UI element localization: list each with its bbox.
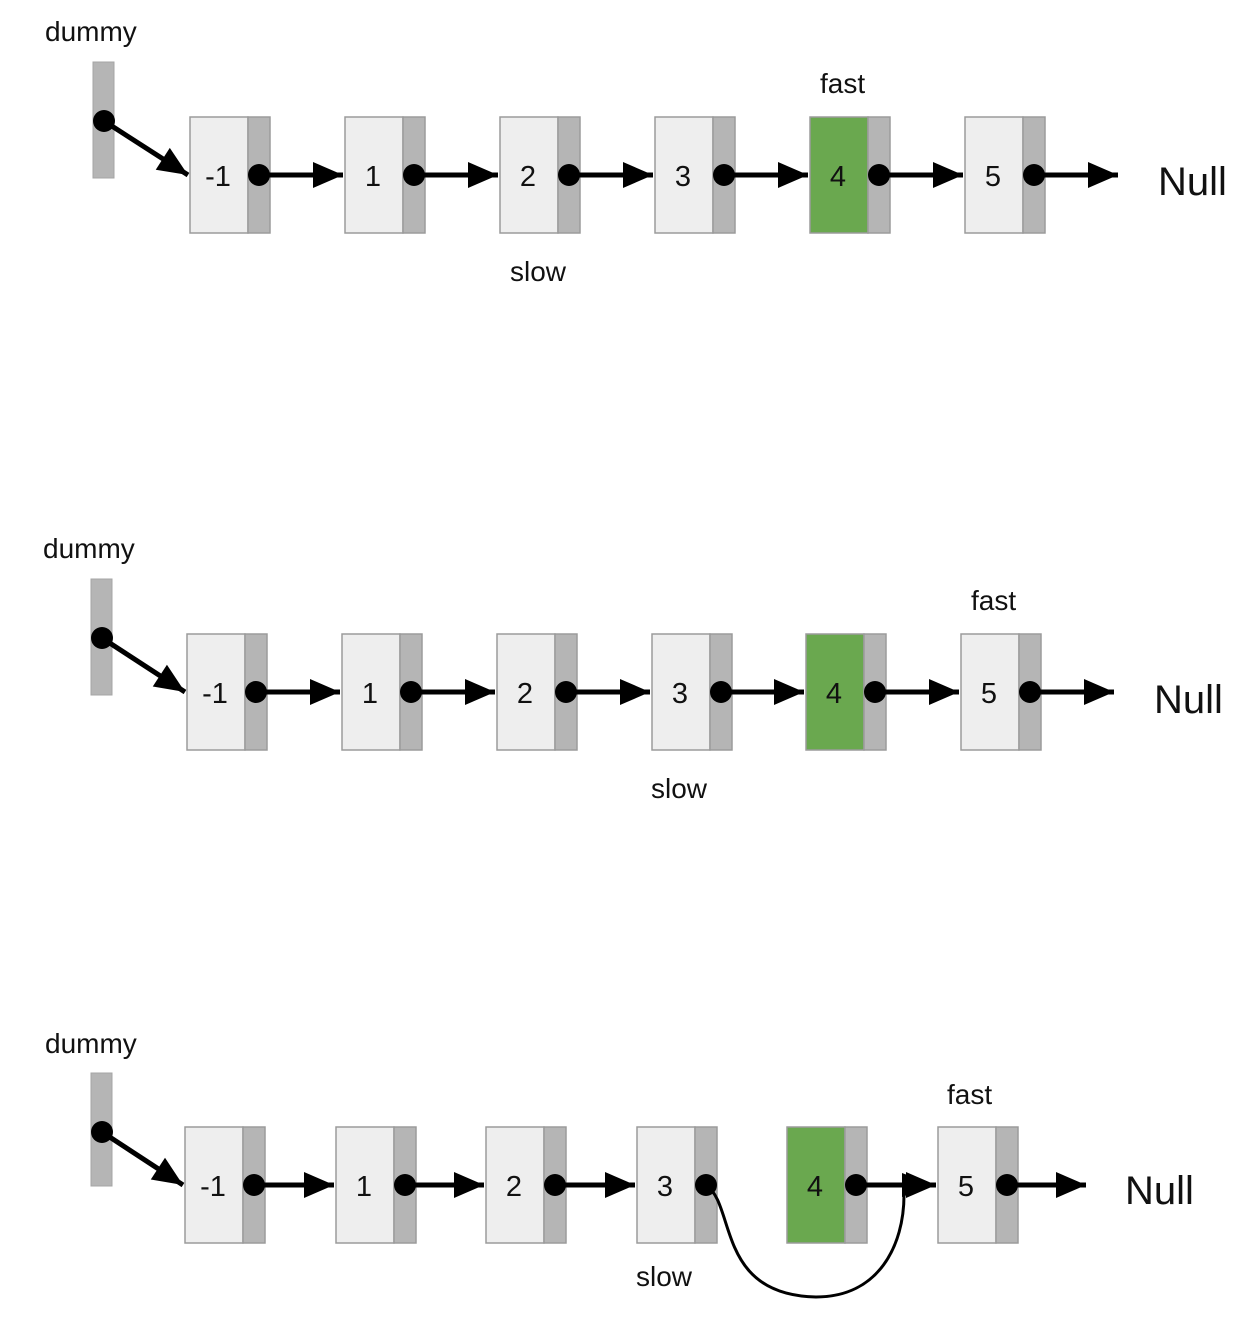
node-value-label: 2 [517,678,533,710]
next-pointer-dot [245,681,267,703]
list-node-value-cell [496,633,556,751]
next-pointer-dot [248,164,270,186]
list-node-value-cell [335,1126,395,1244]
node-value-label: 4 [807,1171,823,1203]
slow-label: slow [510,256,567,287]
next-pointer-dot [996,1174,1018,1196]
next-pointer-dot [394,1174,416,1196]
node-value-label: 4 [826,678,842,710]
node-value-label: 1 [356,1171,372,1203]
dummy-pointer-dot [91,627,113,649]
next-pointer-arrow-head [778,162,808,188]
next-pointer-arrow-head [1056,1172,1086,1198]
next-pointer-arrow-head [454,1172,484,1198]
fast-label: fast [820,68,866,99]
next-pointer-arrow-head [313,162,343,188]
node-value-label: 5 [985,161,1001,193]
node-value-label: 3 [675,161,691,193]
list-node-value-cell [651,633,711,751]
list-node-value-cell [341,633,401,751]
next-pointer-arrow-head [620,679,650,705]
next-pointer-dot [864,681,886,703]
bypass-pointer-curve [705,1183,906,1299]
next-pointer-arrow-head [774,679,804,705]
fast-label: fast [947,1079,993,1110]
next-pointer-dot [558,164,580,186]
next-pointer-dot [1019,681,1041,703]
node-value-label: 1 [362,678,378,710]
node-value-label: 5 [958,1171,974,1203]
dummy-pointer-dot [93,110,115,132]
next-pointer-dot [713,164,735,186]
list-node-value-cell [189,116,249,234]
bypass-pointer-head [902,1173,934,1197]
dummy-label: dummy [45,1028,137,1059]
next-pointer-dot [845,1174,867,1196]
list-node-value-cell [186,633,246,751]
next-pointer-dot [1023,164,1045,186]
node-value-label: 3 [657,1171,673,1203]
next-pointer-arrow-head [1084,679,1114,705]
next-pointer-dot [710,681,732,703]
dummy-pointer-arrow-head [150,1157,183,1185]
node-value-label: 5 [981,678,997,710]
node-value-label: 1 [365,161,381,193]
next-pointer-dot [403,164,425,186]
list-node-value-cell [499,116,559,234]
next-pointer-dot [555,681,577,703]
slow-label: slow [636,1261,693,1292]
fast-label: fast [971,585,1017,616]
next-pointer-arrow-head [468,162,498,188]
dummy-pointer-arrow-head [152,664,185,692]
node-value-label: -1 [200,1171,226,1203]
next-pointer-arrow-head [1088,162,1118,188]
null-label: Null [1158,160,1227,204]
node-value-label: -1 [202,678,228,710]
dummy-label: dummy [45,16,137,47]
next-pointer-dot [400,681,422,703]
next-pointer-arrow-head [933,162,963,188]
node-value-label: 2 [520,161,536,193]
next-pointer-dot [544,1174,566,1196]
node-value-label: 2 [506,1171,522,1203]
dummy-pointer-arrow-head [155,147,188,175]
list-node-value-cell [184,1126,244,1244]
slow-label: slow [651,773,708,804]
dummy-pointer-dot [91,1121,113,1143]
next-pointer-arrow-head [929,679,959,705]
list-node-value-cell [964,116,1024,234]
list-node-value-cell [937,1126,997,1244]
next-pointer-arrow-head [605,1172,635,1198]
null-label: Null [1154,678,1223,722]
node-value-label: -1 [205,161,231,193]
next-pointer-arrow-head [304,1172,334,1198]
null-label: Null [1125,1169,1194,1213]
next-pointer-arrow-head [465,679,495,705]
next-pointer-dot [243,1174,265,1196]
node-value-label: 4 [830,161,846,193]
node-value-label: 3 [672,678,688,710]
list-node-value-cell [485,1126,545,1244]
next-pointer-arrow-head [623,162,653,188]
dummy-label: dummy [43,533,135,564]
next-pointer-arrow-head [310,679,340,705]
list-node-value-cell [344,116,404,234]
next-pointer-dot [868,164,890,186]
